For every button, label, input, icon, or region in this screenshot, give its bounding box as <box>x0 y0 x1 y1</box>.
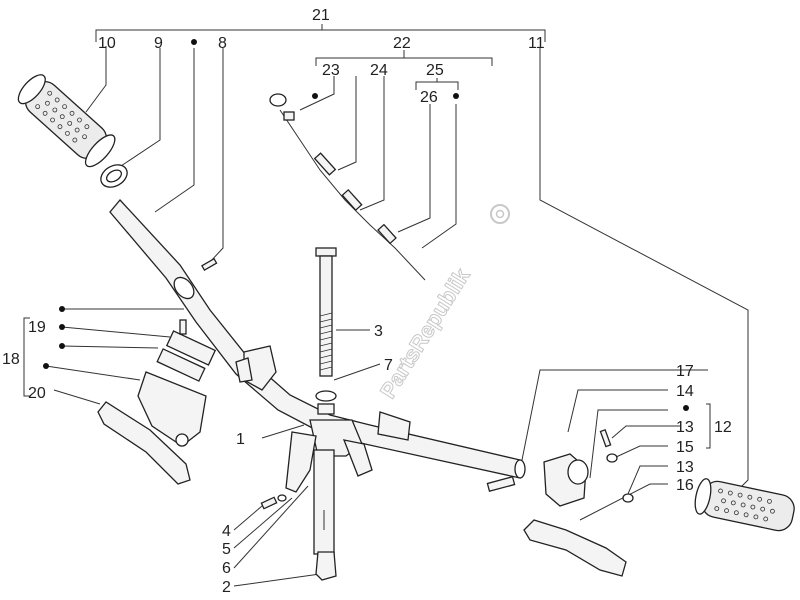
throttle-cable <box>269 93 426 281</box>
left-brake-lever <box>97 401 191 485</box>
label-6: 6 <box>222 560 231 577</box>
label-8: 8 <box>218 35 227 52</box>
label-11: 11 <box>528 35 545 52</box>
label-23: 23 <box>322 62 340 79</box>
label-16: 16 <box>676 477 694 494</box>
label-13-a: 13 <box>676 419 694 436</box>
bushing <box>315 551 337 581</box>
center-bolt <box>315 247 337 377</box>
label-14: 14 <box>676 383 694 400</box>
watermark-text: PartsRepublik <box>375 263 475 402</box>
label-22: 22 <box>393 35 411 52</box>
left-bracket <box>235 345 277 391</box>
right-brake-lever <box>523 519 627 577</box>
label-26: 26 <box>420 89 438 106</box>
label-18: 18 <box>2 351 20 368</box>
label-19: 19 <box>28 319 46 336</box>
label-17: 17 <box>676 363 694 380</box>
steering-tube <box>313 449 335 555</box>
callout-labels: 21 10 9 8 22 11 23 24 25 26 19 18 20 3 7… <box>2 7 732 596</box>
label-21: 21 <box>312 7 330 24</box>
screw-4 <box>260 494 287 510</box>
label-24: 24 <box>370 62 388 79</box>
label-13-b: 13 <box>676 459 694 476</box>
leader-lines <box>23 24 749 587</box>
screw-17 <box>486 475 516 493</box>
left-brake-master-cylinder <box>137 319 217 447</box>
label-1: 1 <box>236 431 245 448</box>
watermark-gear-icon <box>490 204 510 224</box>
screw-13 <box>599 428 634 503</box>
label-5: 5 <box>222 541 231 558</box>
label-20: 20 <box>28 385 46 402</box>
watermark: PartsRepublik <box>375 263 476 403</box>
right-brake-cylinder <box>543 453 589 507</box>
screw-8 <box>201 257 218 271</box>
label-4: 4 <box>222 523 231 540</box>
label-12: 12 <box>714 419 732 436</box>
label-3: 3 <box>374 323 383 340</box>
right-grip <box>694 478 795 532</box>
label-2: 2 <box>222 579 231 596</box>
left-grip <box>17 74 116 168</box>
label-9: 9 <box>154 35 163 52</box>
marker-dots <box>43 39 689 411</box>
left-washer <box>100 164 128 188</box>
label-7: 7 <box>384 357 393 374</box>
label-10: 10 <box>98 35 116 52</box>
label-25: 25 <box>426 62 444 79</box>
center-washer <box>315 390 337 415</box>
label-15: 15 <box>676 439 694 456</box>
